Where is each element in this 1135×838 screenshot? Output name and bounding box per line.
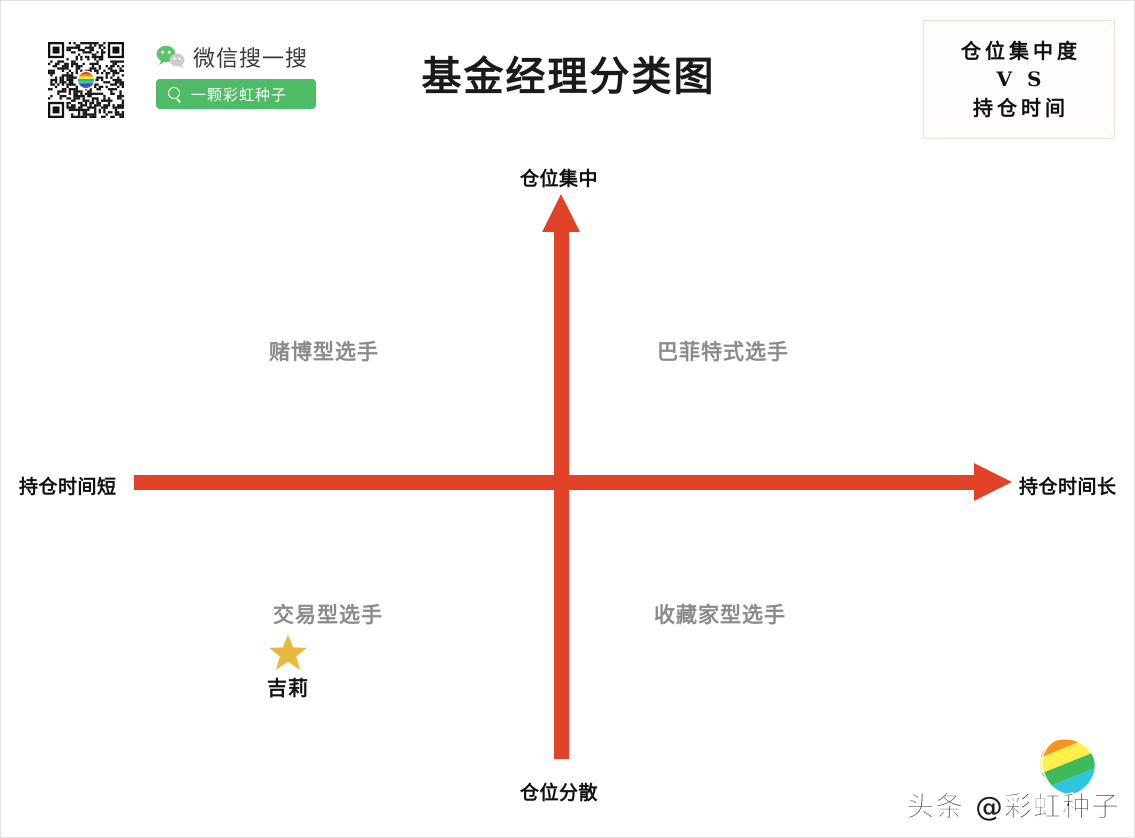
caption-line-3: 持仓时间 [973, 95, 1069, 120]
wechat-icon [156, 45, 186, 69]
caption-line-1: 仓位集中度 [961, 38, 1081, 63]
watermark-text: 头条 @彩虹种子 [906, 790, 1120, 824]
y-axis-label-bottom: 仓位分散 [520, 782, 599, 804]
quadrant-label-collector: 收藏家型选手 [654, 602, 786, 627]
x-axis-label-right: 持仓时间长 [1019, 476, 1117, 498]
y-axis-label-top: 仓位集中 [520, 168, 599, 190]
qr-code [48, 42, 124, 118]
x-axis-arrowhead [974, 463, 1012, 501]
caption-line-2: V S [996, 67, 1046, 92]
star-icon [268, 633, 308, 671]
x-axis-label-left: 持仓时间短 [19, 476, 117, 498]
y-axis-arrowhead [542, 194, 580, 232]
x-axis-line [134, 475, 979, 490]
quadrant-label-gambler: 赌博型选手 [269, 339, 379, 364]
data-point-marker: 吉莉 [253, 633, 323, 701]
quadrant-label-buffett: 巴菲特式选手 [657, 339, 789, 364]
watermark: 头条 @彩虹种子 [906, 729, 1120, 829]
wechat-search-label: 微信搜一搜 [193, 47, 309, 72]
wechat-search-row: 微信搜一搜 [156, 42, 326, 72]
qr-code-image [48, 42, 124, 118]
data-point-label: 吉莉 [267, 676, 309, 700]
wechat-search-button-label: 一颗彩虹种子 [191, 85, 288, 104]
search-icon [168, 86, 183, 103]
quadrant-label-trader: 交易型选手 [273, 602, 383, 627]
y-axis-line [554, 229, 569, 759]
page-title: 基金经理分类图 [421, 53, 716, 100]
caption-box: 仓位集中度 V S 持仓时间 [923, 20, 1115, 139]
wechat-search-button[interactable]: 一颗彩虹种子 [156, 79, 316, 109]
wechat-promo: 微信搜一搜 一颗彩虹种子 [156, 42, 326, 109]
